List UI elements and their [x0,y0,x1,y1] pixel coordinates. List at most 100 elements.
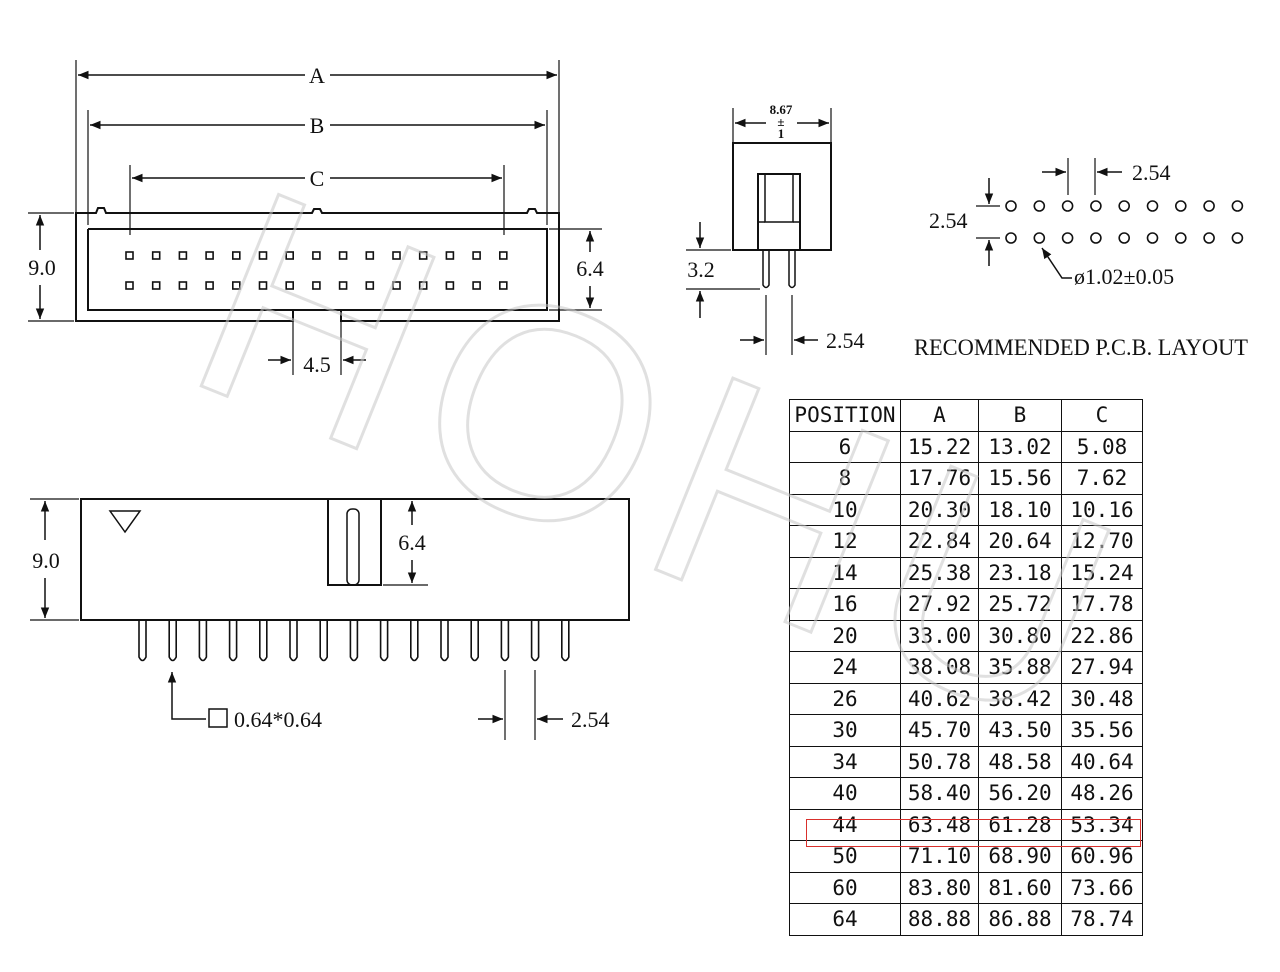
side-width-tol-num: 1 [778,126,785,141]
front-pin [379,620,389,662]
cell-position: 60 [789,871,901,904]
front-pin [168,620,177,662]
pin-square [312,251,321,260]
pcb-pitch-x-label: 2.54 [1132,160,1171,185]
front-pin [530,620,540,662]
pin-square [151,251,161,260]
column-header-a: A [900,399,979,432]
cell-c: 5.08 [1061,430,1143,463]
cell-a: 83.80 [900,871,979,904]
dim-c-label: C [310,166,325,191]
cell-c: 48.26 [1061,777,1143,810]
pcb-hole [1005,232,1017,244]
pin-square [312,281,321,290]
cell-a: 25.38 [900,556,979,589]
side-view: 8.67 ± 1 3.2 2.54 [686,102,865,355]
side-width-tol: ± [777,114,784,129]
front-view: 9.0 6.4 0.64*0.64 2.54 [30,498,630,740]
pin-square [392,281,401,290]
pin-square [338,251,348,260]
pcb-hole [1090,232,1102,244]
pin-square [498,281,508,290]
pcb-hole [1231,232,1244,244]
cell-b: 86.88 [978,903,1062,936]
inner-height-label: 6.4 [576,256,604,281]
leg-height-label: 3.2 [687,257,715,282]
cell-a: 40.62 [900,682,979,715]
pcb-hole-grid [1005,200,1244,244]
pin-square [498,251,508,260]
side-pitch-label: 2.54 [826,328,865,353]
cell-a: 15.22 [900,430,979,463]
cell-a: 63.48 [900,808,979,841]
pin-square [472,281,481,290]
pin-square [232,281,241,290]
pin-square [151,281,161,290]
height-label: 9.0 [28,255,56,280]
pcb-layout-caption: RECOMMENDED P.C.B. LAYOUT [914,335,1248,360]
pcb-hole [1203,232,1215,244]
pin-size-label: 0.64*0.64 [234,707,322,732]
front-pin-row [138,620,570,662]
cell-b: 56.20 [978,777,1062,810]
front-pin [319,620,328,662]
front-pin [410,620,419,662]
pcb-pitch-y-label: 2.54 [929,208,968,233]
cell-position: 24 [789,651,901,684]
cell-position: 12 [789,525,901,558]
pin-square [258,281,268,290]
pcb-hole [1061,200,1074,212]
pcb-hole [1118,200,1130,212]
cell-c: 40.64 [1061,745,1143,778]
pin-square [338,281,348,290]
pcb-hole [1033,200,1046,212]
pin-square [258,251,268,260]
pin-square [125,251,134,260]
front-height-label: 9.0 [32,548,60,573]
side-width-label: 8.67 [770,102,793,117]
front-pin [500,620,510,662]
cell-a: 27.92 [900,588,979,621]
cell-c: 15.24 [1061,556,1143,589]
cell-a: 50.78 [900,745,979,778]
cell-a: 88.88 [900,903,979,936]
pin-square [205,251,214,260]
cell-b: 43.50 [978,714,1062,747]
cell-c: 22.86 [1061,619,1143,652]
pcb-hole [1118,232,1130,244]
cell-position: 34 [789,745,901,778]
hole-diameter-label: ø1.02±0.05 [1074,264,1174,289]
watermark-text: HOHU [154,124,1173,796]
pin-square [178,281,188,290]
pin-square [445,251,455,260]
pcb-layout: 2.54 2.54 ø1.02±0.05 RECOMMENDED P.C.B. … [914,158,1248,360]
pin-square [285,251,295,260]
cell-a: 38.08 [900,651,979,684]
front-inner-height-label: 6.4 [398,530,426,555]
front-pin [259,620,268,662]
pin-square [445,281,455,290]
cell-c: 30.48 [1061,682,1143,715]
cell-c: 10.16 [1061,493,1143,526]
cell-b: 48.58 [978,745,1062,778]
pcb-hole [1203,200,1215,212]
front-pin [349,620,359,662]
pcb-hole [1146,200,1159,212]
front-pin [228,620,238,662]
pcb-hole [1005,200,1017,212]
front-pin [198,620,208,662]
pin-grid [125,251,508,290]
pcb-hole [1061,232,1074,244]
pin-square [365,281,375,290]
cell-b: 68.90 [978,840,1062,873]
